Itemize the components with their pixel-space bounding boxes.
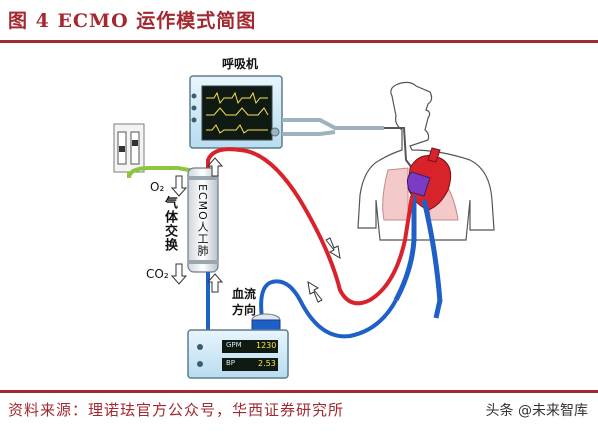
source-note: 资料来源：理诺珐官方公众号，华西证券研究所 (8, 401, 345, 419)
bp-label: BP (226, 359, 236, 367)
heart (406, 147, 452, 211)
vein (393, 196, 417, 302)
flow-direction-line1: 血流 (232, 287, 257, 301)
figure-title: 图 4 ECMO 运作模式简图 (8, 10, 257, 32)
gpm-value: 1230 (256, 341, 277, 350)
centrifugal-pump (251, 313, 281, 331)
ventilator (189, 75, 283, 149)
deoxygenated-blood-line (259, 279, 398, 339)
o2-label: O₂ (150, 180, 165, 194)
oxygenated-blood-line (206, 147, 414, 306)
footer-divider (0, 390, 598, 393)
gas-exchange-label: 气体交换 (162, 196, 177, 252)
co2-label: CO₂ (146, 267, 169, 281)
pump-console (187, 329, 289, 379)
flow-direction-line2: 方向 (232, 303, 257, 317)
flow-arrows (170, 157, 341, 303)
watermark: 头条 @未来智库 (485, 403, 588, 419)
bp-value: 2.53 (258, 359, 276, 368)
gas-flowmeter (113, 123, 145, 173)
ecmo-lung-label: ECMO人工肺 (196, 184, 209, 257)
gpm-label: GPM (226, 341, 242, 349)
ventilator-label: 呼吸机 (222, 57, 259, 71)
ecmo-oxygenator (187, 167, 219, 273)
title-divider (0, 40, 598, 43)
